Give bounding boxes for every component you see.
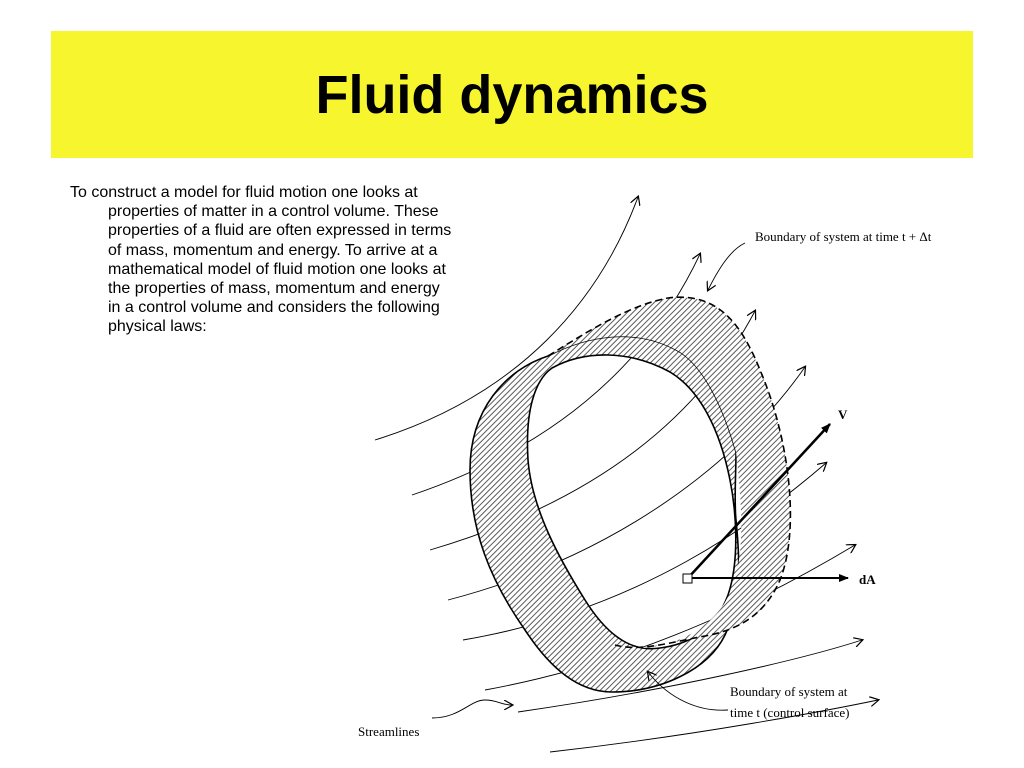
label-boundary-t-line2: time t (control surface) — [730, 705, 849, 720]
streamline-1 — [374, 197, 638, 441]
streamline-8 — [549, 700, 878, 753]
callout-arrow-streamlines — [431, 699, 512, 719]
label-boundary-t-plus-dt: Boundary of system at time t + Δt — [755, 229, 932, 244]
label-streamlines: Streamlines — [358, 724, 419, 739]
boundary-t-plus-dt-outline — [547, 296, 792, 649]
streamline-2 — [411, 254, 700, 496]
label-velocity: V — [838, 407, 848, 422]
body-paragraph: To construct a model for fluid motion on… — [70, 184, 452, 336]
callout-arrow-boundary-dt — [708, 242, 746, 290]
label-area: dA — [859, 572, 876, 587]
streamline-6 — [484, 545, 855, 691]
streamline-7 — [517, 640, 862, 713]
area-element-square — [682, 573, 693, 584]
callout-arrow-boundary-t — [648, 672, 729, 711]
boundary-t-plus-dt-region — [548, 297, 791, 649]
title-banner: Fluid dynamics — [51, 31, 973, 158]
velocity-vector — [687, 423, 831, 579]
slide-title: Fluid dynamics — [315, 64, 709, 125]
control-surface-region — [469, 335, 740, 693]
label-boundary-t-line1: Boundary of system at — [730, 684, 848, 699]
